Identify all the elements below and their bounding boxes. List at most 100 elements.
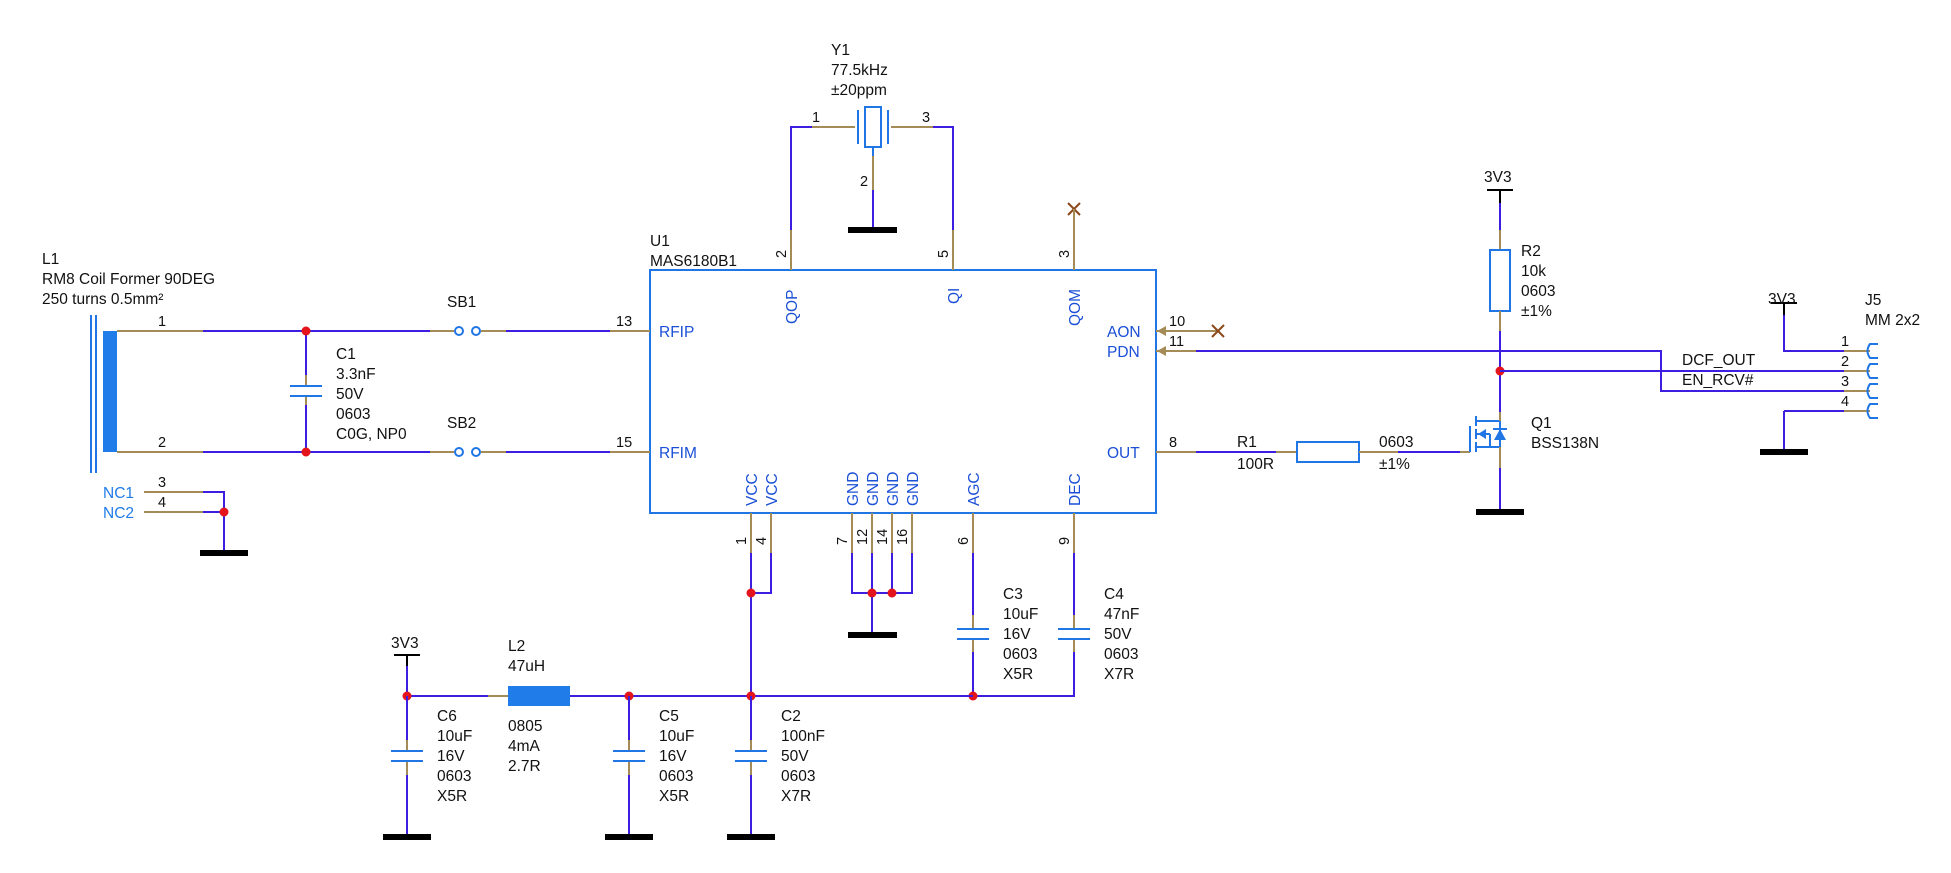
sb2-ref: SB2	[447, 415, 476, 432]
u1-top-pins	[790, 230, 1075, 270]
c1-dielectric: C0G, NP0	[336, 426, 407, 443]
u1-pin-out: OUT	[1107, 445, 1140, 462]
c2-package: 0603	[781, 768, 815, 785]
c3-dielectric: X5R	[1003, 666, 1033, 683]
r1-ref: R1	[1237, 434, 1257, 451]
ic-u1-body	[649, 269, 1157, 514]
u1-value: MAS6180B1	[650, 253, 737, 270]
u1-pin-dec: DEC	[1067, 473, 1084, 506]
u1-pin-7: 7	[835, 537, 851, 545]
l2-resistance: 2.7R	[508, 758, 541, 775]
c6-value: 10uF	[437, 728, 472, 745]
crystal-y1	[790, 106, 954, 233]
y1-value: 77.5kHz	[831, 62, 888, 79]
c3-package: 0603	[1003, 646, 1037, 663]
nc2-label: NC2	[103, 505, 134, 522]
l2-current: 4mA	[508, 738, 541, 755]
l2-package: 0805	[508, 718, 542, 735]
j5-pin-3: 3	[1841, 374, 1849, 390]
u1-pin-qop: QOP	[784, 290, 801, 324]
l1-pin-1: 1	[158, 314, 166, 330]
u1-pin-aon: AON	[1107, 324, 1141, 341]
u1-pin-8: 8	[1169, 435, 1177, 451]
inductor-l2	[488, 686, 570, 706]
y1-pin-3: 3	[922, 110, 930, 126]
u1-pin-10: 10	[1169, 314, 1185, 330]
c3-voltage: 16V	[1003, 626, 1031, 643]
c6-ref: C6	[437, 708, 457, 725]
c1-package: 0603	[336, 406, 370, 423]
c2-value: 100nF	[781, 728, 825, 745]
j5-value: MM 2x2	[1865, 312, 1920, 329]
u1-pin-11: 11	[1169, 334, 1184, 350]
u1-pin-vcc-1: VCC	[744, 473, 761, 506]
j5-pin-1: 1	[1841, 334, 1849, 350]
q1-ref: Q1	[1531, 415, 1552, 432]
y1-tolerance: ±20ppm	[831, 82, 887, 99]
l1-pin-3: 3	[158, 475, 166, 491]
u1-pin-9: 9	[1057, 537, 1073, 545]
u1-pin-gnd-14: GND	[885, 472, 902, 506]
r2-package: 0603	[1521, 283, 1555, 300]
c5-value: 10uF	[659, 728, 694, 745]
capacitor-c1	[290, 375, 322, 405]
j5-ref: J5	[1865, 292, 1881, 309]
c4-package: 0603	[1104, 646, 1138, 663]
q1-value: BSS138N	[1531, 435, 1599, 452]
r1-tolerance: ±1%	[1379, 456, 1410, 473]
no-connect-qom	[1067, 202, 1081, 230]
c1-ref: C1	[336, 346, 356, 363]
u1-pin-pdn: PDN	[1107, 344, 1140, 361]
gnd-net	[848, 553, 913, 638]
c4-voltage: 50V	[1104, 626, 1132, 643]
solder-bridge-sb1	[430, 326, 506, 336]
l1-spec: 250 turns 0.5mm²	[42, 291, 163, 308]
coil-core	[103, 331, 117, 452]
c4-ref: C4	[1104, 586, 1124, 603]
c2-dielectric: X7R	[781, 788, 811, 805]
c5-ref: C5	[659, 708, 679, 725]
c6-package: 0603	[437, 768, 471, 785]
c4-dielectric: X7R	[1104, 666, 1134, 683]
l1-value: RM8 Coil Former 90DEG	[42, 271, 215, 288]
coil-l1	[90, 315, 203, 513]
no-connect-aon	[1211, 324, 1225, 338]
c6-voltage: 16V	[437, 748, 465, 765]
u1-pin-rfim: RFIM	[659, 445, 697, 462]
u1-pin-qom: QOM	[1067, 289, 1084, 326]
c1-voltage: 50V	[336, 386, 364, 403]
c3-value: 10uF	[1003, 606, 1038, 623]
resistor-r2	[1489, 230, 1511, 412]
u1-pin-4: 4	[754, 537, 770, 545]
sb1-ref: SB1	[447, 294, 476, 311]
l2-ref: L2	[508, 638, 525, 655]
c4-value: 47nF	[1104, 606, 1139, 623]
y1-ref: Y1	[831, 42, 850, 59]
rf-input-wires	[203, 326, 610, 457]
j5-pin-4: 4	[1841, 394, 1849, 410]
power-port-3v3-r2	[1487, 189, 1513, 230]
capacitor-c5	[605, 696, 653, 840]
u1-pin-13: 13	[616, 314, 632, 330]
u1-right-pins	[1156, 326, 1218, 453]
capacitor-c2	[727, 696, 775, 840]
rail-label-3v3-r2: 3V3	[1484, 169, 1512, 186]
capacitor-c3	[957, 615, 989, 652]
mosfet-q1	[1460, 412, 1524, 515]
c2-voltage: 50V	[781, 748, 809, 765]
c5-package: 0603	[659, 768, 693, 785]
u1-pin-16: 16	[895, 529, 911, 545]
power-port-3v3-j5	[1771, 302, 1797, 315]
c2-ref: C2	[781, 708, 801, 725]
net-label-dcf-out: DCF_OUT	[1682, 352, 1756, 369]
u1-pin-vcc-4: VCC	[764, 473, 781, 506]
connector-j5	[1844, 343, 1878, 419]
r1-package: 0603	[1379, 434, 1413, 451]
y1-pin-2: 2	[860, 174, 868, 190]
r1-value: 100R	[1237, 456, 1274, 473]
l2-value: 47uH	[508, 658, 545, 675]
u1-pin-3: 3	[1057, 250, 1073, 258]
c5-voltage: 16V	[659, 748, 687, 765]
c3-ref: C3	[1003, 586, 1023, 603]
